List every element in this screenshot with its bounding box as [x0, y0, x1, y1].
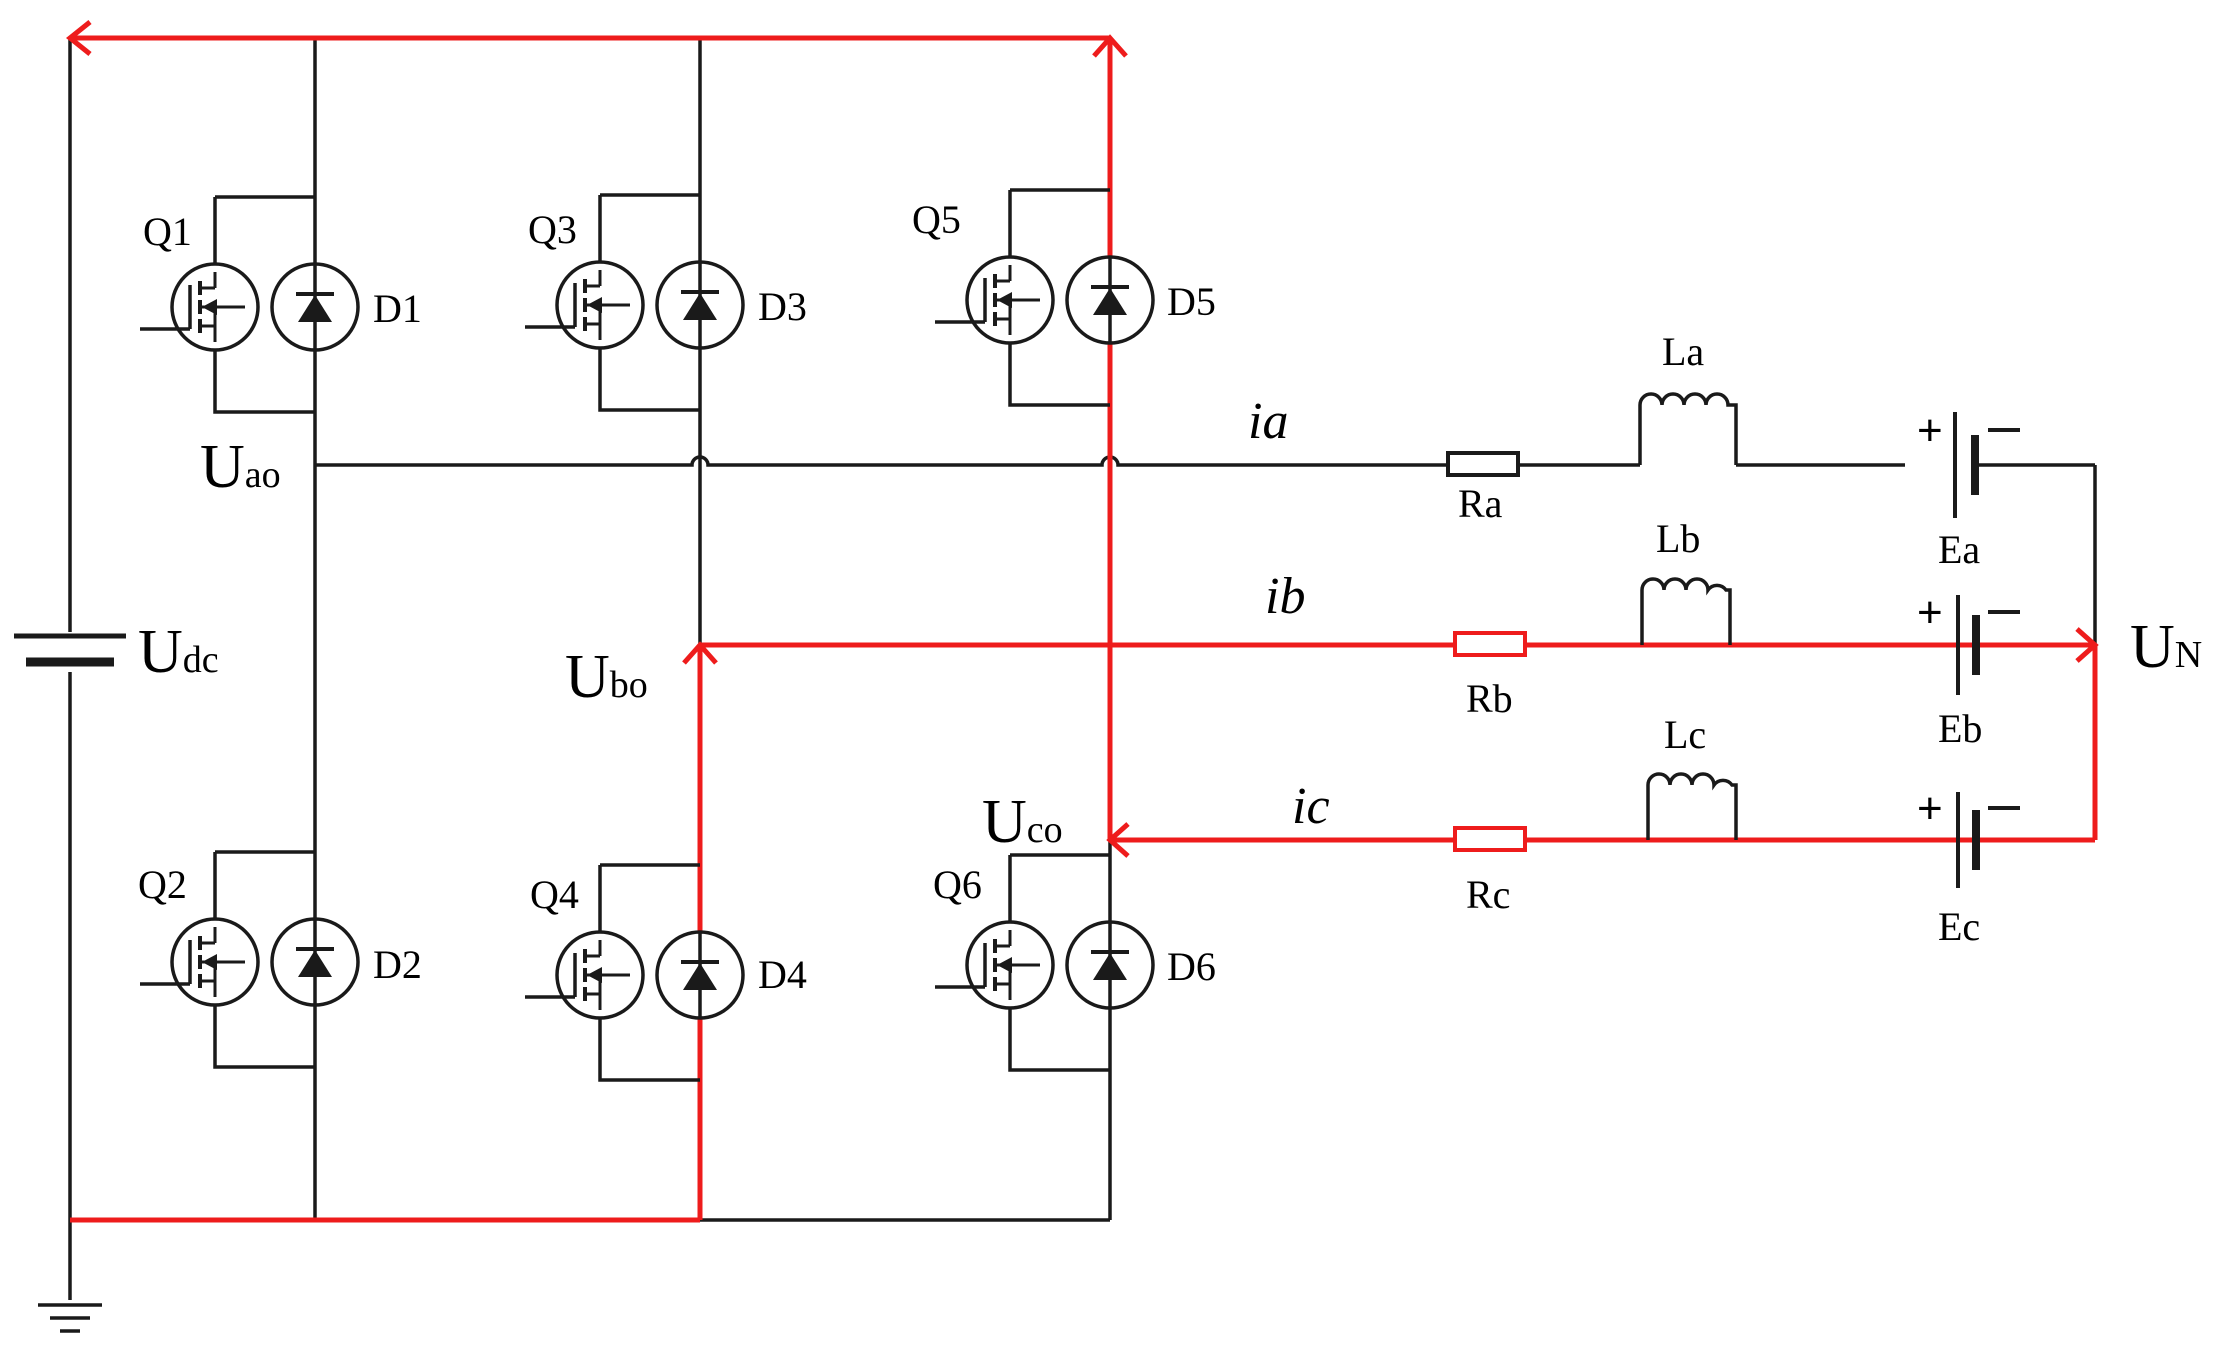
label-la: La — [1662, 329, 1704, 374]
label-rc: Rc — [1466, 872, 1510, 917]
label-ra: Ra — [1458, 481, 1503, 526]
inductor-la — [1638, 392, 1738, 465]
eb-plus-sign: + — [1917, 588, 1943, 637]
label-ec: Ec — [1938, 904, 1980, 949]
label-q3: Q3 — [528, 207, 577, 252]
label-d5: D5 — [1167, 279, 1216, 324]
label-d6: D6 — [1167, 944, 1216, 989]
label-ubo: Ubo — [565, 643, 648, 711]
label-udc: Udc — [138, 618, 219, 686]
path-ubo-arrowhead — [682, 641, 718, 665]
inductor-lb — [1640, 577, 1732, 645]
label-ia: ia — [1248, 393, 1288, 450]
label-rb: Rb — [1466, 676, 1513, 721]
label-eb: Eb — [1938, 706, 1982, 751]
label-ic: ic — [1292, 778, 1330, 835]
inductor-lc — [1646, 772, 1738, 840]
label-d1: D1 — [373, 286, 422, 331]
current-path — [65, 20, 2099, 1223]
label-uao: Uao — [200, 433, 281, 501]
label-lb: Lb — [1656, 516, 1700, 561]
path-top-left-arrowhead — [65, 20, 92, 56]
emf-sources — [1953, 412, 2020, 888]
switch-cell-q5-d5 — [933, 188, 1155, 407]
label-un: UN — [2130, 613, 2202, 681]
dc-source — [14, 633, 126, 667]
label-d2: D2 — [373, 942, 422, 987]
resistor-rc — [1453, 826, 1527, 852]
resistor-rb — [1453, 631, 1527, 657]
label-d4: D4 — [758, 952, 807, 997]
path-phase-c-arrowhead — [1106, 822, 1130, 858]
label-q1: Q1 — [143, 209, 192, 254]
label-q6: Q6 — [933, 862, 982, 907]
resistors — [1446, 451, 1527, 852]
resistor-ra — [1446, 451, 1520, 477]
label-ib: ib — [1265, 568, 1305, 625]
label-d3: D3 — [758, 284, 807, 329]
label-uco: Uco — [982, 788, 1063, 856]
label-q5: Q5 — [912, 197, 961, 242]
label-ea: Ea — [1938, 527, 1980, 572]
phase-a-line — [315, 455, 1448, 467]
label-q2: Q2 — [138, 862, 187, 907]
ec-plus-sign: + — [1917, 784, 1943, 833]
ea-plus-sign: + — [1917, 406, 1943, 455]
path-neutral-arrowhead — [2075, 627, 2099, 663]
label-q4: Q4 — [530, 872, 579, 917]
label-lc: Lc — [1664, 712, 1706, 757]
inductors — [1638, 392, 1738, 840]
circuit-wiring — [38, 36, 2097, 1333]
